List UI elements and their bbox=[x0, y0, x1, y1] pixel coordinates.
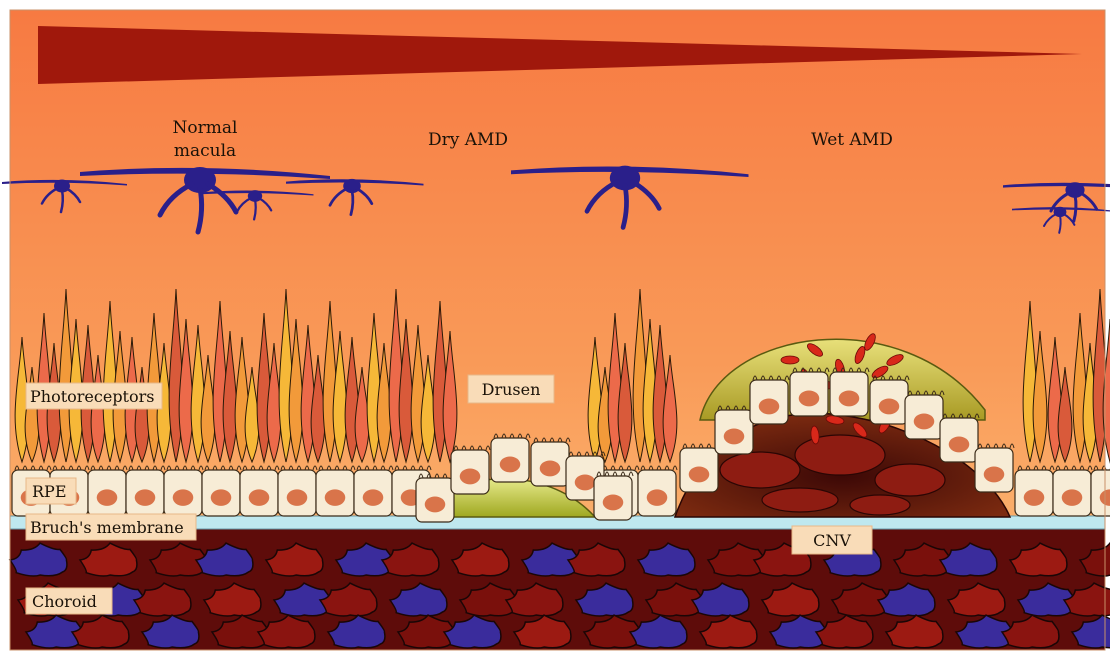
cnv-vessel bbox=[762, 488, 838, 512]
stage-label-normal-line2: macula bbox=[174, 141, 236, 161]
label-bruchs-membrane-text: Bruch's membrane bbox=[30, 518, 184, 537]
rpe-cell-raised bbox=[416, 474, 455, 522]
label-drusen-text: Drusen bbox=[482, 380, 541, 399]
rpe-cell-raised bbox=[491, 434, 530, 482]
label-choroid: Choroid bbox=[26, 588, 112, 614]
label-drusen: Drusen bbox=[468, 375, 554, 403]
label-rpe: RPE bbox=[26, 478, 76, 504]
rpe-cell bbox=[1015, 466, 1054, 516]
cnv-vessel bbox=[720, 452, 800, 488]
cnv-vessel bbox=[850, 495, 910, 515]
stage-label-normal-line1: Normal bbox=[173, 118, 238, 138]
stage-label-wet-amd: Wet AMD bbox=[811, 130, 893, 150]
label-photoreceptors-text: Photoreceptors bbox=[30, 387, 154, 406]
rpe-cell-raised bbox=[594, 472, 633, 520]
cnv-vessel bbox=[795, 435, 885, 475]
rpe-cell-raised bbox=[940, 414, 979, 462]
rpe-cell bbox=[638, 466, 677, 516]
rpe-cell bbox=[202, 466, 241, 516]
rpe-cell bbox=[316, 466, 355, 516]
rpe-cell-raised bbox=[680, 444, 719, 492]
rpe-cell-raised bbox=[975, 444, 1014, 492]
label-choroid-text: Choroid bbox=[32, 592, 97, 611]
label-cnv-text: CNV bbox=[813, 531, 851, 550]
label-rpe-text: RPE bbox=[32, 482, 67, 501]
rpe-cell-raised bbox=[790, 368, 829, 416]
rpe-cell bbox=[354, 466, 393, 516]
label-bruchs-membrane: Bruch's membrane bbox=[26, 514, 196, 540]
rpe-cell bbox=[240, 466, 279, 516]
rpe-cell-raised bbox=[531, 438, 570, 486]
rpe-cell bbox=[88, 466, 127, 516]
rpe-cell bbox=[1091, 466, 1110, 516]
rpe-cell bbox=[278, 466, 317, 516]
rpe-cell-raised bbox=[750, 376, 789, 424]
rpe-cell bbox=[126, 466, 165, 516]
cnv-vessel bbox=[875, 464, 945, 496]
rpe-cell-raised bbox=[715, 406, 754, 454]
stage-label-dry-amd: Dry AMD bbox=[428, 130, 508, 150]
blood-cell bbox=[781, 356, 799, 364]
rpe-cell-raised bbox=[830, 368, 869, 416]
rpe-cell-raised bbox=[870, 376, 909, 424]
rpe-cell bbox=[164, 466, 203, 516]
label-cnv: CNV bbox=[792, 526, 872, 554]
rpe-cell bbox=[1053, 466, 1092, 516]
rpe-cell-raised bbox=[451, 446, 490, 494]
choroid-layer bbox=[10, 528, 1110, 650]
label-photoreceptors: Photoreceptors bbox=[26, 383, 162, 409]
rpe-cell-raised bbox=[905, 391, 944, 439]
